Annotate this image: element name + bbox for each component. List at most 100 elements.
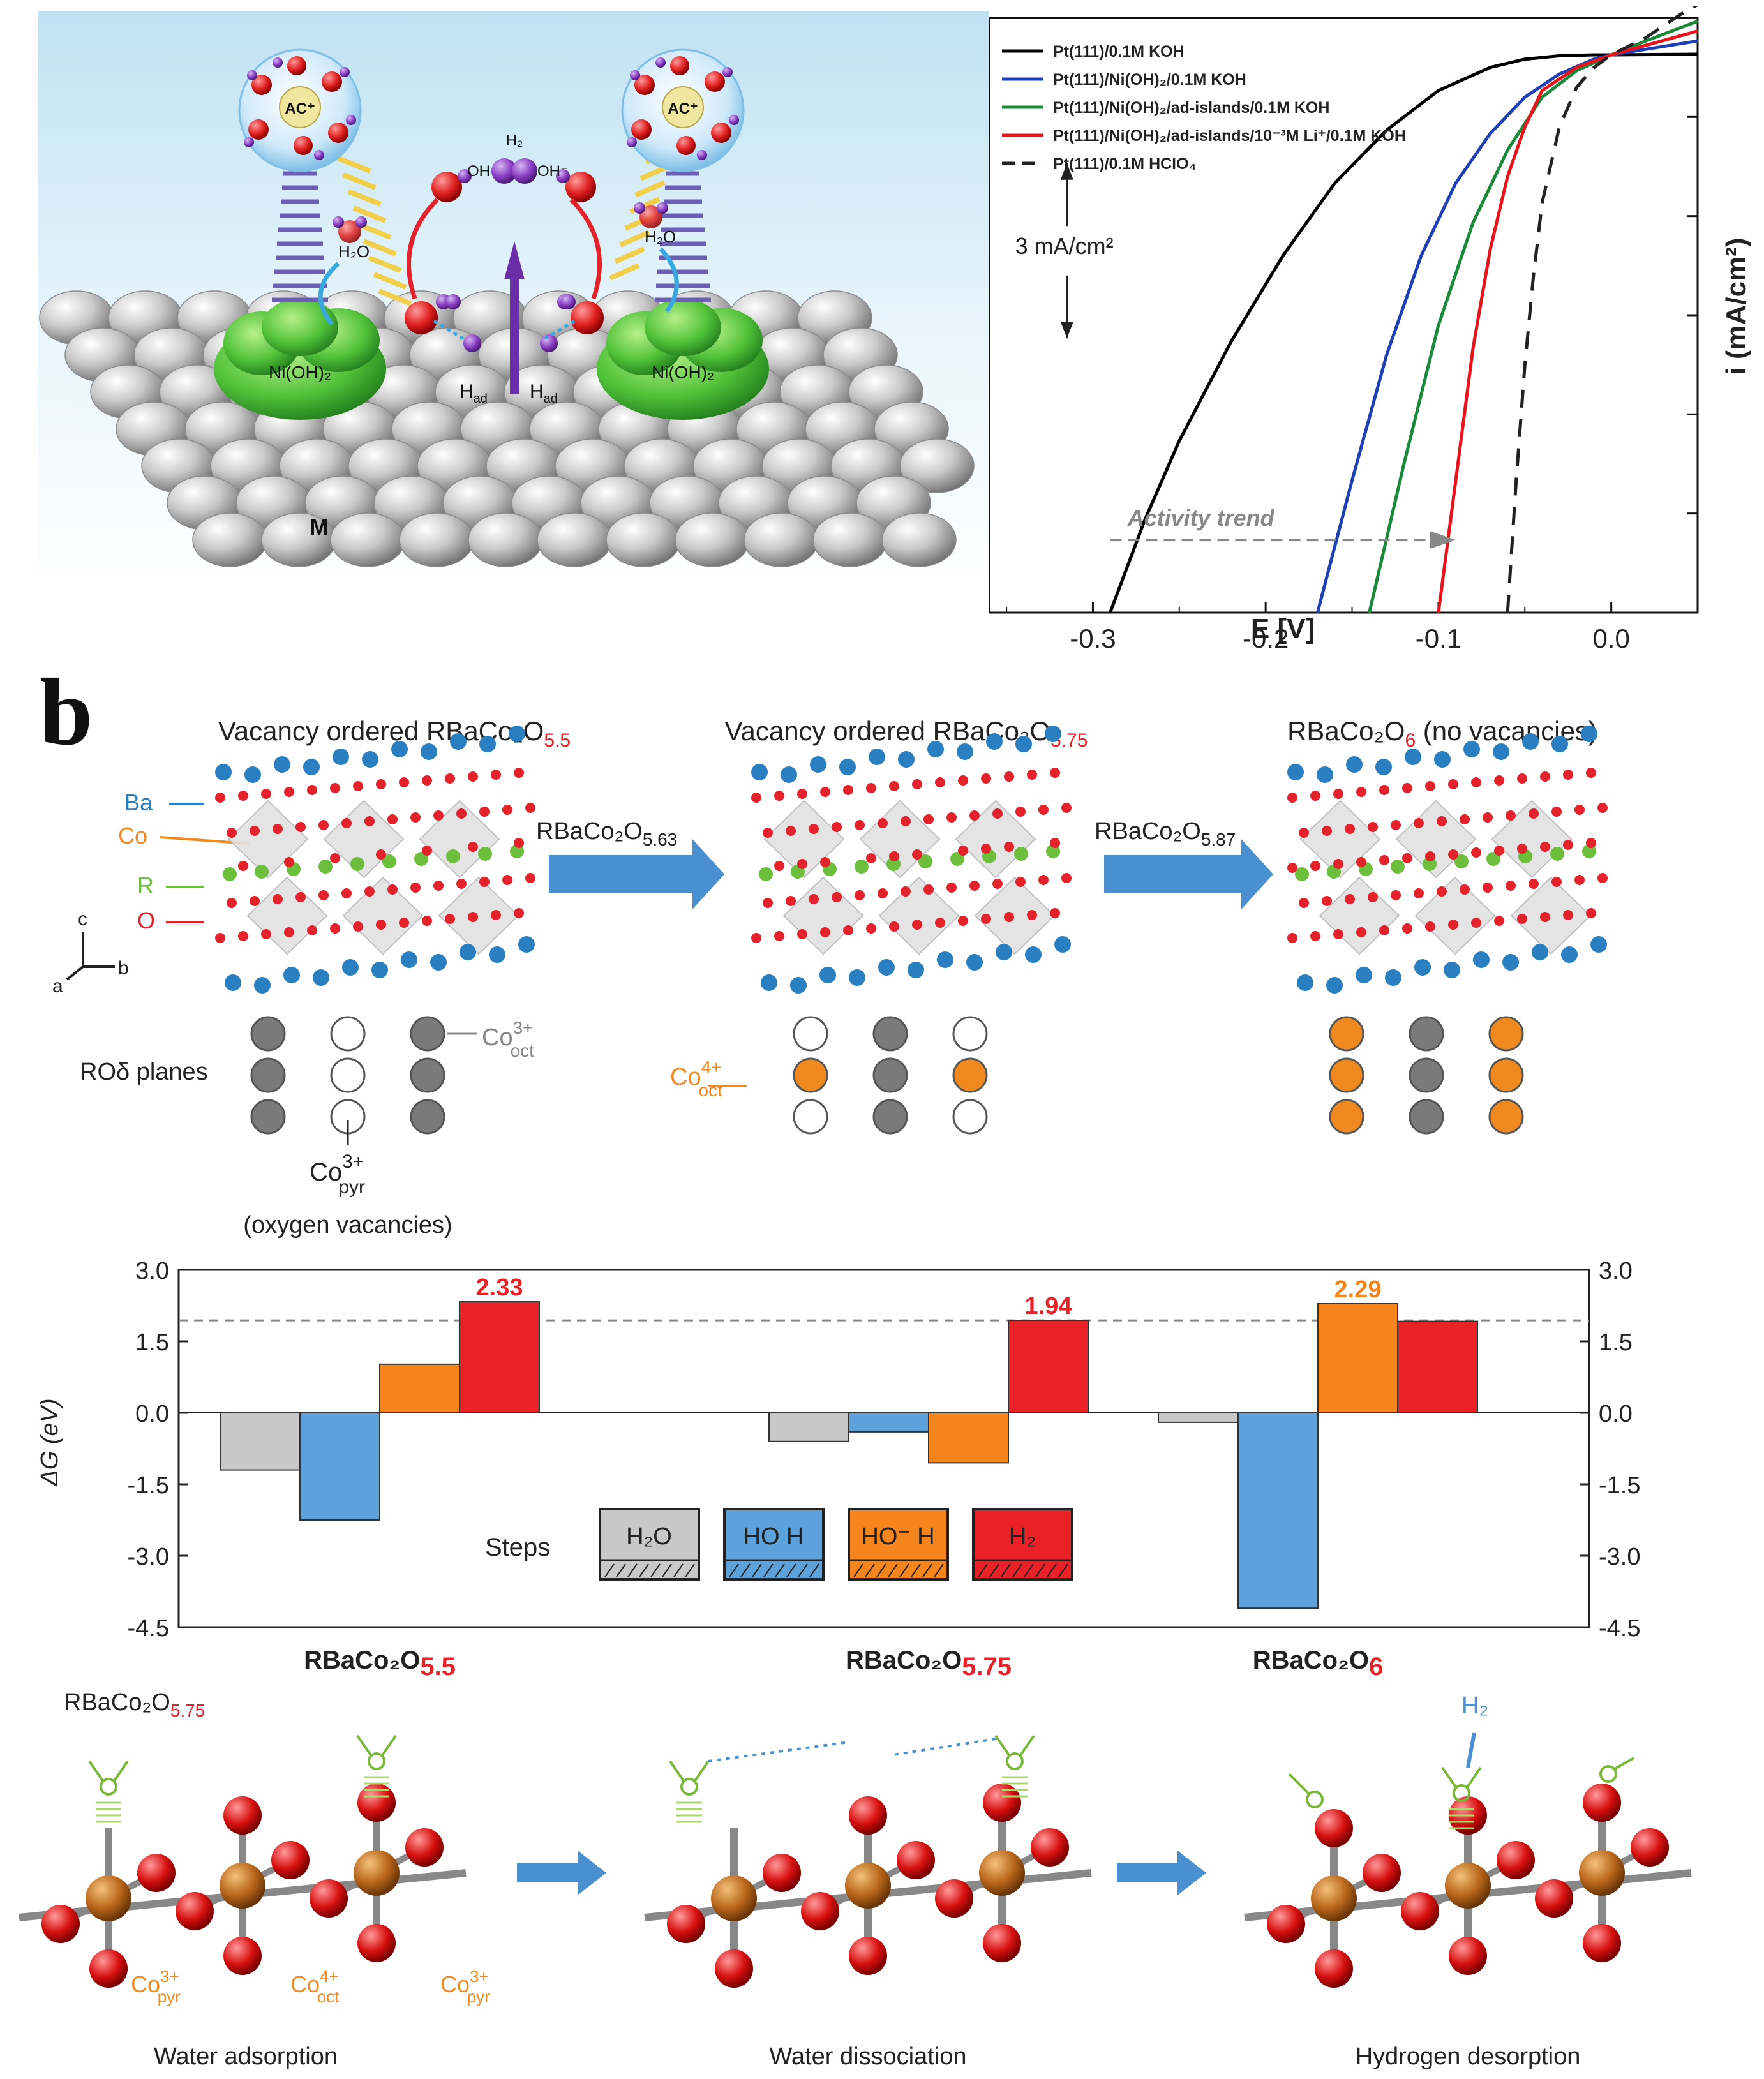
co-site [952, 1016, 988, 1052]
co-site [793, 1099, 828, 1135]
step-icon-hatch [775, 1563, 785, 1577]
step-icon-hatch [922, 1563, 932, 1577]
ba-atom [254, 977, 271, 994]
oxygen-atom [849, 1796, 887, 1835]
o-atom [318, 890, 329, 900]
co-site [1409, 1099, 1444, 1135]
o-atom [1050, 908, 1060, 918]
co-site [410, 1099, 445, 1135]
o-atom [1425, 851, 1435, 861]
o-atom [1563, 910, 1573, 920]
metal-atom [537, 512, 612, 567]
o-atom [992, 879, 1003, 889]
r-atom [223, 867, 237, 881]
metal-atom [744, 512, 819, 567]
h-transfer-arrow [708, 1741, 849, 1762]
o-atom [946, 812, 957, 823]
oxygen-atom [935, 1879, 973, 1918]
o-atom [1460, 814, 1470, 824]
ba-atom [1551, 736, 1568, 752]
scale-bar-up-head [1060, 163, 1073, 180]
ba-atom [303, 759, 320, 775]
activity-trend-head [1430, 531, 1456, 549]
step-icon-hatch [1047, 1563, 1057, 1577]
o-atom [422, 775, 432, 786]
o-atom [751, 933, 761, 943]
o-atom [786, 826, 796, 836]
step-icon-label: H₂ [1009, 1523, 1036, 1550]
oxygen-atom [41, 1905, 80, 1943]
ba-atom [908, 962, 924, 978]
ba-atom [1473, 951, 1490, 968]
oxygen-atom [897, 1841, 935, 1879]
o-atom [1586, 908, 1596, 918]
mechanism-water-dissociation [644, 1734, 1092, 1988]
r-atom [255, 865, 269, 879]
mechanism-arrow-2 [1117, 1851, 1206, 1895]
ba-atom [1532, 944, 1548, 960]
transition-arrow-2 [1104, 839, 1273, 909]
o-atom [1391, 820, 1401, 830]
ba-atom [781, 766, 797, 783]
o-atom [878, 818, 888, 828]
ba-atom [937, 951, 953, 968]
panel-b-structures: Vacancy ordered RBaCo₂O5.5 Vacancy order… [52, 716, 1608, 1239]
co-site [1488, 1057, 1524, 1093]
o-atom [1333, 789, 1343, 799]
water-oh-bond [994, 1734, 1011, 1757]
oxygen-atom [667, 1905, 705, 1943]
ba-atom [1581, 726, 1597, 742]
o-atom [261, 929, 271, 939]
y-tick-label-left: -3.0 [128, 1544, 169, 1570]
o-atom [1529, 808, 1539, 819]
o-atom [1402, 923, 1412, 934]
o-atom [1356, 927, 1366, 937]
step-icon-box [848, 1508, 949, 1581]
o-atom [1597, 803, 1608, 813]
y-tick-label-left: -1.5 [128, 1472, 169, 1499]
ba-atom [1493, 743, 1509, 760]
o-atom [843, 785, 853, 795]
o-atom [946, 883, 957, 893]
o-atom [958, 775, 968, 786]
water-label-right: H₂O [645, 227, 676, 246]
o-atom [353, 921, 363, 932]
o-atom [1551, 807, 1562, 817]
o-atom [1310, 931, 1320, 941]
oxygen-atom [1583, 1784, 1621, 1822]
ba-atom [362, 751, 378, 768]
x-tick-label: -0.1 [1416, 623, 1461, 653]
o-atom [422, 846, 432, 856]
lattice-rbaco2o5-75 [751, 726, 1072, 994]
oxygen-atom [137, 1854, 176, 1892]
structure-title-3: RBaCo₂O6 (no vacancies) [1287, 716, 1597, 751]
o-atom [1015, 877, 1026, 887]
ba-atom [450, 733, 467, 750]
legend-entry-2: Pt(111)/Ni(OH)₂/0.1M KOH [1053, 71, 1246, 89]
o-atom [227, 828, 237, 838]
o-atom [878, 888, 888, 898]
o-atom [1368, 892, 1378, 902]
ba-atom [333, 749, 349, 765]
o-atom [820, 857, 830, 867]
legend-entry-4: Pt(111)/Ni(OH)₂/ad-islands/10⁻³M Li⁺/0.1… [1053, 127, 1406, 145]
hydroxide-bond [1614, 1757, 1634, 1770]
o-atom [502, 805, 512, 815]
co-site [1488, 1016, 1524, 1052]
o-atom [1333, 929, 1343, 939]
bar [220, 1412, 301, 1471]
o-atom [969, 881, 980, 891]
r-atom [1454, 854, 1469, 868]
o-atom [422, 916, 432, 926]
o-atom [1299, 828, 1309, 838]
oxygen-atom [1449, 1937, 1487, 1975]
co-site [1329, 1057, 1364, 1093]
step-icon-hatch [662, 1563, 672, 1577]
bar [1158, 1412, 1239, 1423]
o-atom [410, 883, 421, 893]
step-icon-hatch [740, 1563, 751, 1577]
water-molecule-right [634, 202, 668, 228]
o-atom [1471, 918, 1481, 928]
o-atom [284, 927, 294, 937]
